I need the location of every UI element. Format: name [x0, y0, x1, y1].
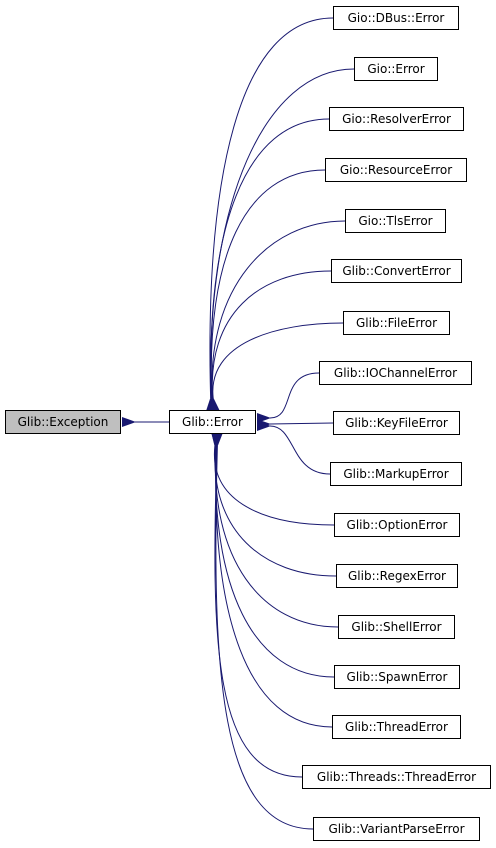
- node-glib-convert-error[interactable]: Glib::ConvertError: [331, 259, 462, 283]
- node-gio-resolver-error[interactable]: Gio::ResolverError: [329, 107, 464, 131]
- edge-gio-tls-error-to-error: [208, 220, 346, 412]
- node-gio-error[interactable]: Gio::Error: [354, 57, 438, 81]
- edge-glib-variant-parse-error-to-error: [212, 432, 314, 830]
- node-glib-exception[interactable]: Glib::Exception: [5, 410, 121, 434]
- edge-glib-file-error-to-error: [209, 322, 344, 412]
- node-glib-shell-error[interactable]: Glib::ShellError: [338, 615, 455, 639]
- node-glib-keyfile-error[interactable]: Glib::KeyFileError: [333, 411, 460, 435]
- node-gio-resource-error[interactable]: Gio::ResourceError: [325, 158, 467, 182]
- edge-glib-keyfile-error-to-error: [256, 419, 334, 430]
- node-gio-tls-error[interactable]: Gio::TlsError: [345, 209, 446, 233]
- node-glib-option-error[interactable]: Glib::OptionError: [334, 513, 460, 537]
- node-glib-iochannel-error[interactable]: Glib::IOChannelError: [319, 361, 472, 385]
- edge-glib-markup-error-to-error: [256, 420, 331, 475]
- node-glib-thread-error[interactable]: Glib::ThreadError: [332, 715, 461, 739]
- node-glib-markup-error[interactable]: Glib::MarkupError: [330, 462, 462, 486]
- node-glib-threads-thread-error[interactable]: Glib::Threads::ThreadError: [302, 765, 491, 789]
- node-glib-file-error[interactable]: Glib::FileError: [343, 311, 450, 335]
- edge-glib-threads-thread-error-to-error: [212, 432, 303, 778]
- edge-glib-iochannel-error-to-error: [256, 372, 320, 424]
- edge-glib-convert-error-to-error: [208, 270, 332, 412]
- edge-gio-resolver-error-to-error: [206, 118, 330, 412]
- edge-glib-thread-error-to-error: [212, 432, 333, 728]
- node-gio-dbus-error[interactable]: Gio::DBus::Error: [333, 6, 459, 30]
- node-glib-spawn-error[interactable]: Glib::SpawnError: [334, 665, 460, 689]
- node-glib-error[interactable]: Glib::Error: [169, 410, 256, 434]
- node-glib-regex-error[interactable]: Glib::RegexError: [336, 564, 458, 588]
- edge-glib-option-error-to-error: [211, 432, 335, 526]
- node-glib-variant-parse-error[interactable]: Glib::VariantParseError: [313, 817, 480, 841]
- inheritance-edges: [122, 17, 355, 830]
- edge-glib-spawn-error-to-error: [211, 432, 335, 678]
- edge-gio-dbus-error-to-error: [205, 17, 334, 412]
- edge-gio-resource-error-to-error: [207, 169, 326, 412]
